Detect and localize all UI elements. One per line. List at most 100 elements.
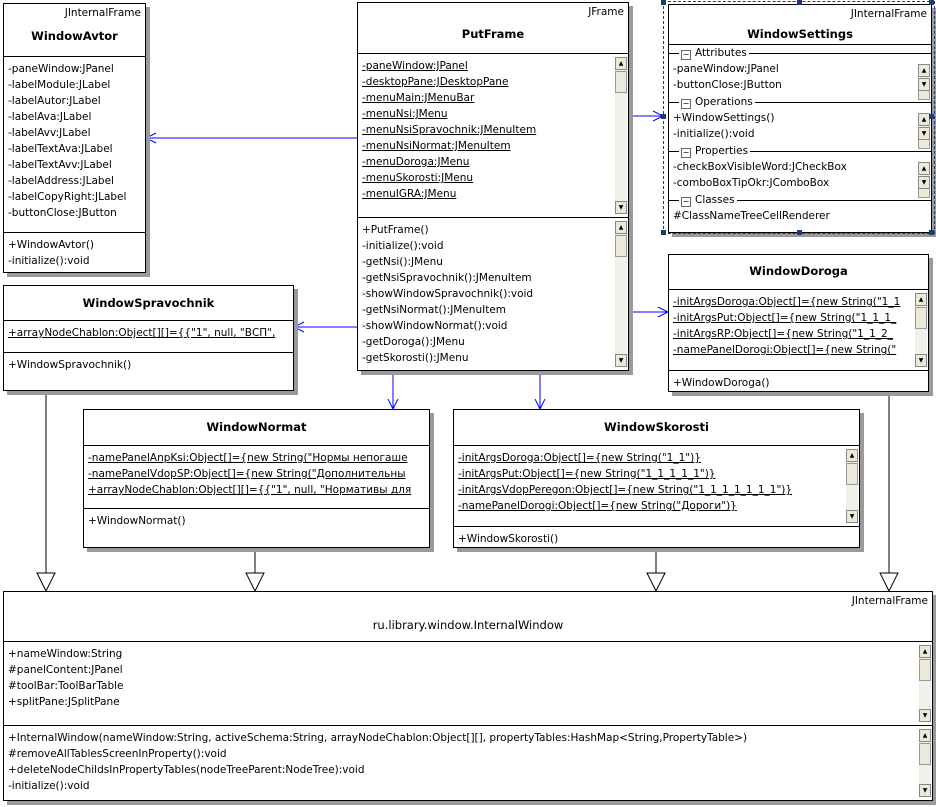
class-stereotype: JInternalFrame [850, 8, 927, 20]
scrollbar-thumb[interactable] [615, 71, 627, 93]
class-name: ru.library.window.InternalWindow [372, 618, 564, 632]
member-text: -comboBoxTipOkr:JComboBox [673, 177, 830, 189]
operations-compartment: +WindowAvtor()-initialize():void [4, 233, 145, 272]
scroll-down-arrow-icon[interactable]: ▼ [919, 709, 931, 722]
scrollbar[interactable]: ▲▼ [919, 645, 931, 722]
resize-handle[interactable] [797, 230, 802, 235]
class-stereotype: JFrame [588, 6, 624, 18]
scrollbar[interactable]: ▲▼ [846, 449, 858, 523]
attribute-row: -initArgsDoroga:Object[]={new String("1_… [673, 294, 912, 310]
scroll-up-arrow-icon[interactable]: ▲ [915, 293, 927, 306]
scroll-up-arrow-icon[interactable]: ▲ [615, 57, 627, 70]
class-stereotype: JInternalFrame [851, 595, 928, 607]
member-text: +arrayNodeChablon:Object[][]={{"1", null… [8, 327, 276, 339]
scroll-down-arrow-icon[interactable]: ▼ [915, 354, 927, 367]
collapse-minus-icon[interactable]: − [681, 99, 691, 109]
operation-row: -initialize():void [8, 253, 145, 269]
class-stereotype: JInternalFrame [64, 7, 141, 19]
scrollbar[interactable]: ▲▼ [919, 729, 931, 797]
operation-row: #removeAllTablesScreenInProperty():void [8, 746, 916, 762]
compartment-title[interactable]: −Properties [669, 143, 931, 159]
collapse-minus-icon[interactable]: − [681, 197, 691, 207]
resize-handle[interactable] [661, 114, 666, 119]
hollow-triangle-icon [36, 572, 56, 593]
scroll-up-arrow-icon[interactable]: ▲ [918, 64, 930, 77]
compartment-title[interactable]: −Operations [669, 94, 931, 110]
member-text: -initialize():void [673, 128, 755, 140]
scroll-down-arrow-icon[interactable]: ▼ [918, 127, 930, 140]
operation-row: -getNsi():JMenu [362, 254, 612, 270]
attribute-row: -buttonClose:JButton [8, 205, 145, 221]
class-header: JInternalFrame ru.library.window.Internal… [4, 592, 932, 642]
operation-row: +WindowSpravochnik() [8, 357, 293, 373]
scrollbar-thumb[interactable] [846, 463, 858, 485]
scroll-up-arrow-icon[interactable]: ▲ [615, 221, 627, 234]
resize-handle[interactable] [929, 114, 934, 119]
attribute-row: -namePanelAnpKsi:Object[]={new String("Н… [88, 450, 429, 466]
divider [669, 151, 931, 152]
scrollbar[interactable]: ▲▼ [918, 64, 930, 100]
attributes-compartment: -paneWindow:JPanel-labelModule:JLabel-la… [4, 57, 145, 233]
scrollbar-thumb[interactable] [919, 659, 931, 681]
scrollbar-thumb[interactable] [919, 743, 931, 765]
member-text: -labelAvv:JLabel [8, 127, 91, 139]
scroll-down-arrow-icon[interactable]: ▼ [615, 201, 627, 214]
resize-handle[interactable] [929, 230, 934, 235]
scroll-down-arrow-icon[interactable]: ▼ [615, 354, 627, 367]
scrollbar[interactable]: ▲▼ [915, 293, 927, 367]
resize-handle[interactable] [929, 0, 934, 5]
collapse-minus-icon[interactable]: − [681, 50, 691, 60]
scroll-up-arrow-icon[interactable]: ▲ [919, 645, 931, 658]
collapse-minus-icon[interactable]: − [681, 148, 691, 158]
operation-row: -showWindowNormat():void [362, 318, 612, 334]
operation-row: +PutFrame() [362, 222, 612, 238]
operation-row: -getNsiNormat():JMenuItem [362, 302, 612, 318]
member-text: #removeAllTablesScreenInProperty():void [8, 748, 227, 760]
scrollbar[interactable]: ▲▼ [615, 221, 627, 367]
member: -comboBoxTipOkr:JComboBox [673, 175, 915, 191]
scrollbar[interactable]: ▲▼ [918, 113, 930, 149]
operations-compartment: +WindowDoroga() [669, 371, 928, 391]
scroll-up-arrow-icon[interactable]: ▲ [846, 449, 858, 462]
attribute-row: -menuMain:JMenuBar [362, 90, 612, 106]
scrollbar[interactable]: ▲▼ [615, 57, 627, 214]
member-text: -getDoroga():JMenu [362, 336, 465, 348]
attribute-row: -initArgsPut:Object[]={new String("1_1_1… [673, 310, 912, 326]
attribute-row: -menuIGRA:JMenu [362, 186, 612, 202]
class-box-internal[interactable]: JInternalFrame ru.library.window.Internal… [3, 591, 933, 801]
compartment-title[interactable]: −Classes [669, 192, 931, 208]
attribute-row: +splitPane:JSplitPane [8, 694, 916, 710]
scrollbar-thumb[interactable] [615, 235, 627, 257]
class-name: WindowAvtor [31, 29, 118, 43]
scrollbar-thumb[interactable] [915, 307, 927, 329]
attribute-row: -namePanelDorogi:Object[]={new String("Д… [458, 498, 843, 514]
scroll-up-arrow-icon[interactable]: ▲ [919, 729, 931, 742]
resize-handle[interactable] [797, 0, 802, 5]
attribute-row: -initArgsDoroga:Object[]={new String("1_… [458, 450, 843, 466]
resize-handle[interactable] [661, 230, 666, 235]
class-box-skorosti[interactable]: WindowSkorosti-initArgsDoroga:Object[]={… [453, 409, 860, 548]
scroll-up-arrow-icon[interactable]: ▲ [918, 162, 930, 175]
attributes-compartment: -namePanelAnpKsi:Object[]={new String("Н… [84, 446, 429, 509]
compartment-title-text: Properties [695, 145, 749, 157]
scroll-down-arrow-icon[interactable]: ▼ [918, 176, 930, 189]
class-box-normat[interactable]: WindowNormat-namePanelAnpKsi:Object[]={n… [83, 409, 430, 548]
scrollbar[interactable]: ▲▼ [918, 162, 930, 198]
class-name: WindowDoroga [749, 264, 848, 278]
scroll-up-arrow-icon[interactable]: ▲ [918, 113, 930, 126]
class-box-sprav[interactable]: WindowSpravochnik+arrayNodeChablon:Objec… [3, 285, 294, 391]
scroll-down-arrow-icon[interactable]: ▼ [846, 510, 858, 523]
member-text: -paneWindow:JPanel [362, 60, 468, 72]
scroll-down-arrow-icon[interactable]: ▼ [918, 78, 930, 91]
scroll-down-arrow-icon[interactable]: ▼ [919, 784, 931, 797]
member-text: +WindowSettings() [673, 112, 775, 124]
compartment-title[interactable]: −Attributes [669, 45, 931, 61]
class-box-doroga[interactable]: WindowDoroga -initArgsDoroga:Object[]={ne… [668, 254, 929, 392]
operation-row: +WindowDoroga() [673, 375, 928, 391]
member-text: -showWindowNormat():void [362, 320, 508, 332]
member-text: -menuMain:JMenuBar [362, 92, 475, 104]
resize-handle[interactable] [661, 0, 666, 5]
